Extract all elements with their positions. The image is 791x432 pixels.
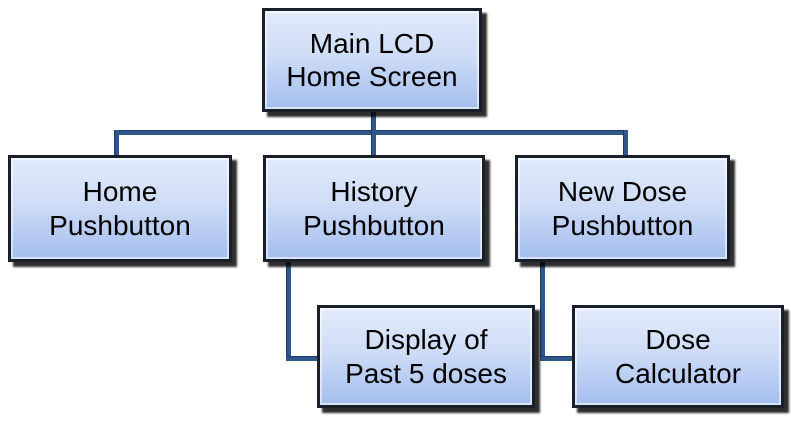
connector-main-trunk [371, 108, 376, 134]
node-display-of-past-5-doses: Display of Past 5 doses [317, 305, 535, 408]
connector-main-to-new-dose [623, 130, 628, 158]
connector-history-to-display-h [286, 356, 319, 361]
node-label: Home Pushbutton [49, 176, 191, 241]
node-main-lcd-home-screen: Main LCD Home Screen [262, 8, 482, 112]
node-label: New Dose Pushbutton [551, 176, 694, 241]
connector-new-dose-to-calc-h [540, 356, 574, 361]
connector-history-to-display-v [286, 258, 291, 361]
node-home-pushbutton: Home Pushbutton [8, 155, 232, 262]
connector-main-to-home [114, 130, 119, 158]
connector-main-to-history [371, 130, 376, 158]
node-history-pushbutton: History Pushbutton [263, 155, 485, 262]
node-dose-calculator: Dose Calculator [572, 305, 784, 408]
connector-new-dose-to-calc-v [540, 258, 545, 361]
node-new-dose-pushbutton: New Dose Pushbutton [515, 155, 730, 262]
node-label: Display of Past 5 doses [345, 324, 507, 389]
node-label: History Pushbutton [303, 176, 445, 241]
node-label: Dose Calculator [614, 324, 742, 389]
node-label: Main LCD Home Screen [286, 27, 458, 92]
